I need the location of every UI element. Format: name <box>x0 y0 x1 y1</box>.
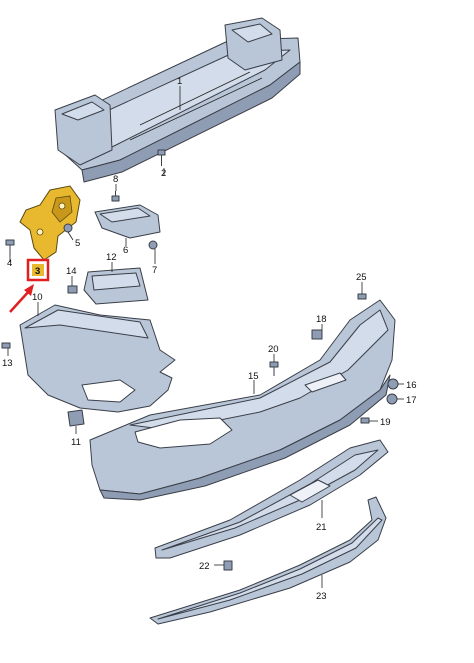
callout-15: 15 <box>248 371 259 382</box>
callout-5: 5 <box>75 238 80 249</box>
part-14-clip <box>67 285 78 294</box>
callout-8: 8 <box>113 174 118 185</box>
leader-lines <box>7 86 404 588</box>
callout-21: 21 <box>316 522 327 533</box>
part-12-cover-cap <box>83 267 149 305</box>
part-22-clip <box>223 560 233 571</box>
part-13-screw <box>1 342 11 349</box>
callout-20: 20 <box>268 344 279 355</box>
callout-18: 18 <box>316 314 327 325</box>
callout-11: 11 <box>71 437 81 448</box>
callout-labels: 1 2 3 4 5 6 7 8 10 11 12 13 14 15 16 17 … <box>2 76 417 602</box>
part-6-bracket <box>94 204 161 239</box>
callout-17: 17 <box>406 395 417 406</box>
callout-10: 10 <box>32 292 43 303</box>
callout-25: 25 <box>356 272 367 283</box>
part-8-screw <box>111 191 120 202</box>
part-16-plug <box>387 378 399 390</box>
callout-4: 4 <box>7 258 12 269</box>
part-25-screw <box>357 293 367 300</box>
part-4-screw <box>5 239 15 256</box>
part-2-screw <box>157 149 166 166</box>
part-18-clip <box>311 329 323 340</box>
part-20-screw <box>269 361 279 376</box>
part-21-diffuser <box>154 439 389 559</box>
part-17-plug <box>386 393 398 405</box>
callout-1: 1 <box>177 76 182 87</box>
callout-23: 23 <box>316 591 327 602</box>
callout-19: 19 <box>380 417 391 428</box>
callout-22: 22 <box>199 561 210 572</box>
callout-12: 12 <box>106 252 117 263</box>
callout-2: 2 <box>161 168 166 179</box>
part-7-screw <box>148 240 158 250</box>
part-11-clip <box>67 409 85 427</box>
highlight-callout <box>9 258 50 313</box>
part-23-trim-strip <box>149 496 387 625</box>
callout-3: 3 <box>35 266 40 277</box>
callout-7: 7 <box>152 265 157 276</box>
part-3-bracket-highlighted <box>19 185 81 261</box>
callout-13: 13 <box>2 358 13 369</box>
part-15-bumper-cover <box>89 299 396 501</box>
part-5-screw <box>63 223 73 233</box>
callout-14: 14 <box>66 266 77 277</box>
part-19-screw <box>360 417 370 424</box>
part-10-side-trim <box>19 304 176 413</box>
callout-6: 6 <box>123 245 128 256</box>
callout-16: 16 <box>406 380 417 391</box>
part-1-bumper-reinforcement <box>54 17 301 183</box>
